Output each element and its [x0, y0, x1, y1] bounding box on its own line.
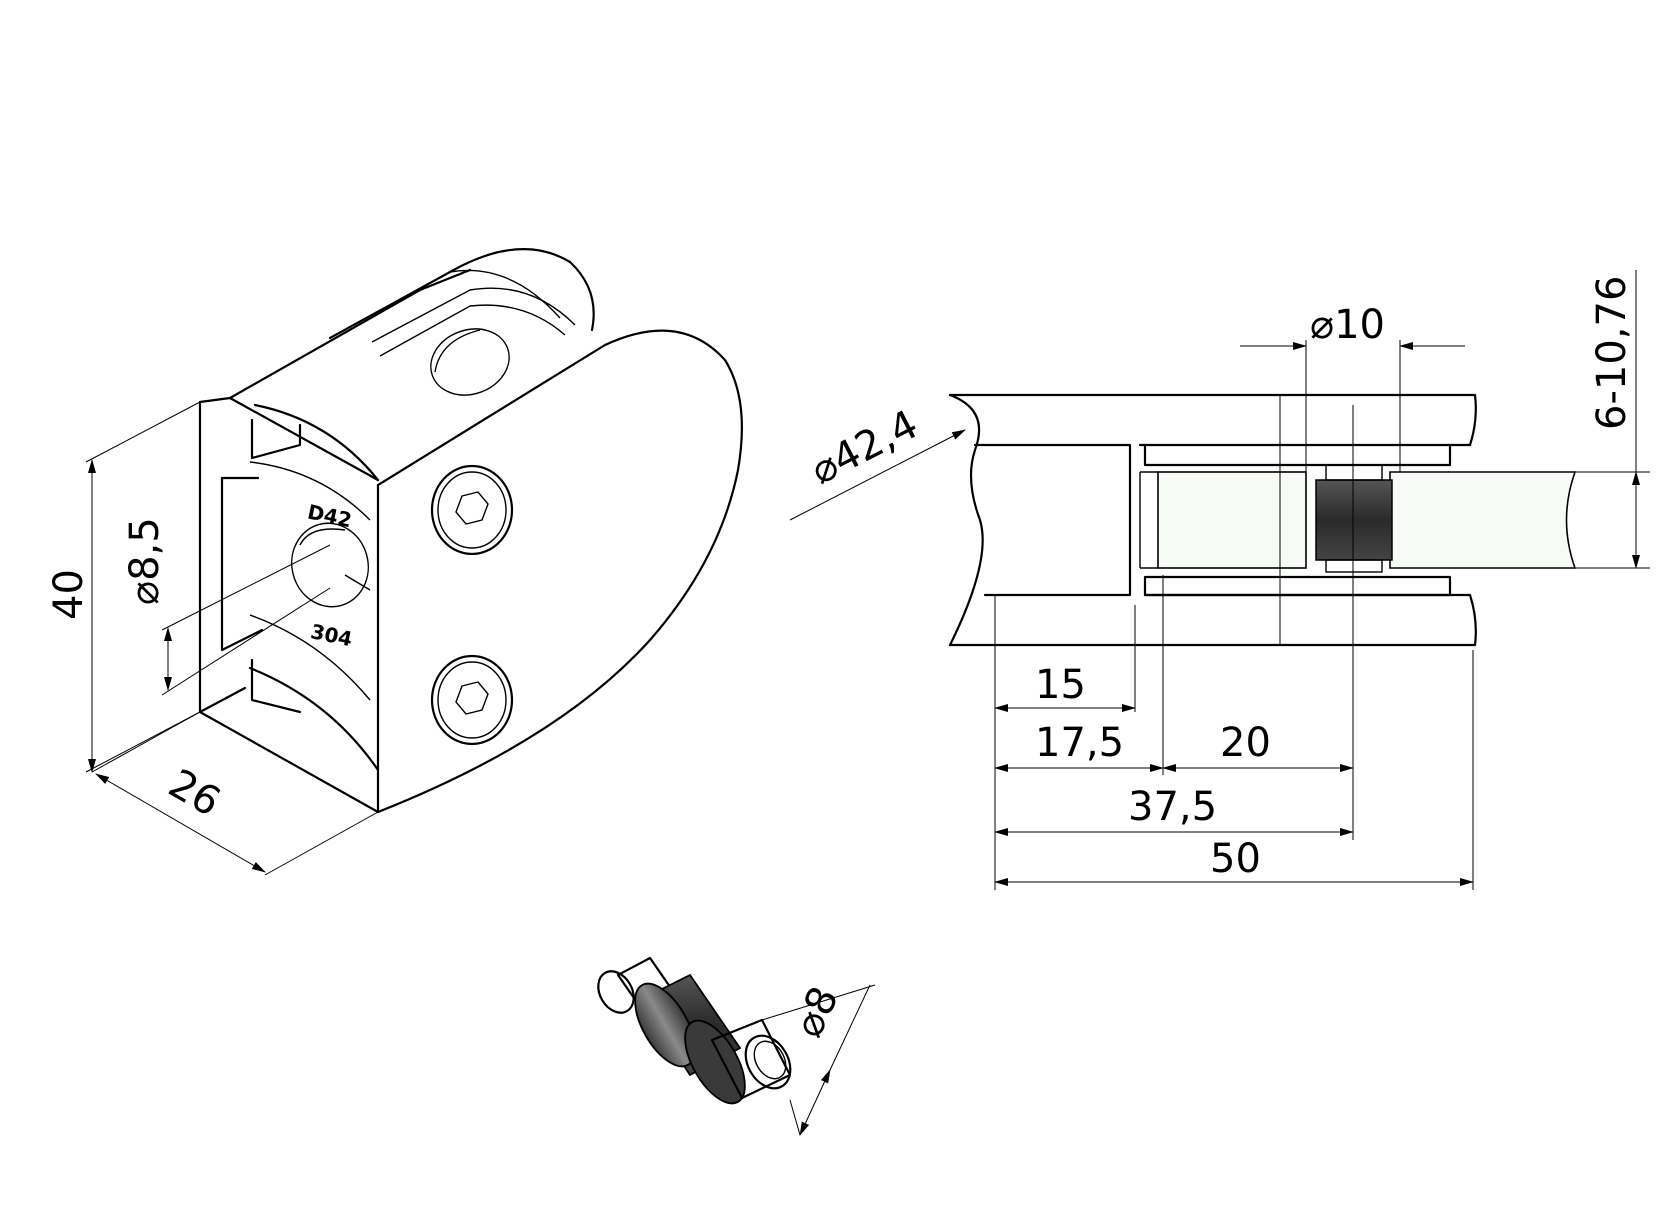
- dim-height-label: 40: [46, 569, 92, 620]
- dim-50-label: 50: [1210, 836, 1261, 882]
- stamp-304: 304: [309, 619, 355, 651]
- dim-depth-label: 26: [161, 761, 228, 826]
- dim-pin-dia-label: ⌀10: [1310, 302, 1385, 348]
- screw-bottom: [430, 654, 514, 746]
- dim-bore-label: ⌀8,5: [122, 517, 168, 605]
- dim-15-label: 15: [1035, 662, 1086, 708]
- dim-37-5-label: 37,5: [1128, 784, 1217, 830]
- pin-isometric-view: ⌀8: [597, 956, 876, 1136]
- dim-tube-dia-label: ⌀42,4: [804, 402, 926, 494]
- dim-20-label: 20: [1220, 720, 1271, 766]
- clamp-isometric-view: D42 304 40 26 ⌀8,5: [46, 248, 743, 876]
- glass-pane: [1157, 471, 1307, 569]
- clamp-section-view: ⌀10 6-10,76 ⌀42,4 15 17,5 20 37,5 50: [789, 270, 1650, 890]
- dim-pin-label: ⌀8: [785, 980, 848, 1044]
- dim-17-5-label: 17,5: [1035, 720, 1124, 766]
- dim-glass-thickness-label: 6-10,76: [1589, 276, 1635, 430]
- pin-sleeve: [1315, 479, 1393, 561]
- screw-top: [430, 464, 514, 556]
